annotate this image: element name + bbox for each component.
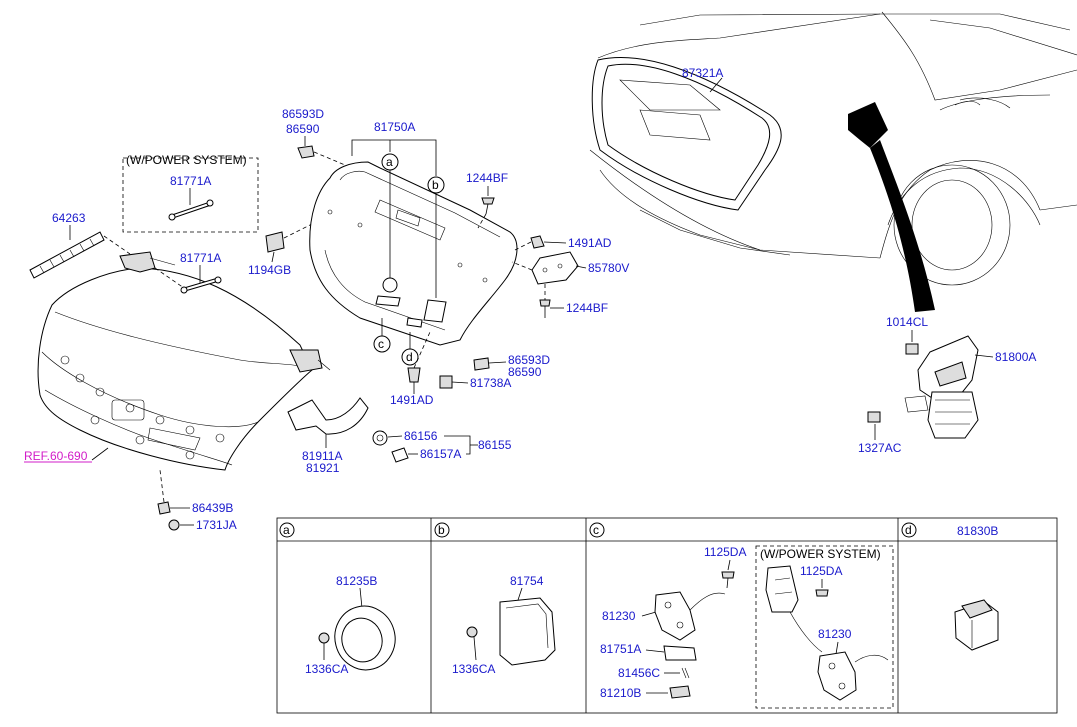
detail-panel-b: b 81754 1336CA	[434, 522, 556, 676]
panel-a-part-1336ca: 1336CA	[305, 662, 348, 676]
nut-1014cl	[905, 343, 919, 355]
cover-81754	[499, 597, 556, 666]
trunk-trim-panel	[309, 161, 518, 346]
power-system-box-2	[755, 545, 894, 709]
label-86155: 86155	[478, 438, 512, 452]
callout-b-letter: b	[432, 178, 439, 192]
label-86593d-1: 86593D	[282, 107, 324, 121]
panel-c-part-81230: 81230	[602, 609, 636, 623]
label-85780v: 85780V	[588, 261, 629, 275]
panel-c-power-part-1125da: 1125DA	[800, 564, 842, 578]
label-1327ac: 1327AC	[858, 441, 902, 455]
detail-panel-a: a 81235B 1336CA	[279, 522, 396, 676]
clip-1491ad-1	[530, 235, 545, 249]
hinge-right	[289, 349, 331, 373]
clip-1491ad-2	[407, 367, 421, 383]
handle-85780v	[531, 251, 579, 285]
label-81771a-2: 81771A	[180, 251, 221, 265]
switch-81751a	[663, 645, 697, 661]
panel-b-part-81754: 81754	[510, 574, 544, 588]
bolt-1244bf-1	[481, 197, 495, 215]
label-1244bf-2: 1244BF	[566, 301, 608, 315]
label-86157a: 86157A	[420, 447, 461, 461]
seal-ring-81235b	[334, 605, 396, 671]
panel-c-power-system-label: (W/POWER SYSTEM)	[760, 547, 881, 561]
label-86590-1: 86590	[286, 122, 320, 136]
torsion-spring	[29, 231, 105, 279]
hinge-left	[119, 251, 176, 273]
bracket-81911a	[287, 397, 369, 435]
label-1244bf-1: 1244BF	[466, 171, 508, 185]
label-81800a: 81800A	[995, 350, 1036, 364]
label-86156: 86156	[404, 429, 438, 443]
label-81771a-1: 81771A	[170, 174, 211, 188]
car-rear-illustration	[589, 11, 1077, 312]
latch-81230	[654, 591, 726, 641]
emblem-86156	[372, 430, 388, 446]
label-1491ad-1: 1491AD	[568, 236, 612, 250]
bolt-1125da-power	[815, 589, 829, 597]
callout-a-letter: a	[386, 155, 393, 169]
nut-1327ac	[867, 411, 881, 423]
clip-86593d-2	[473, 357, 490, 371]
panel-b-tag: b	[438, 523, 445, 537]
label-87321a: 87321A	[682, 66, 723, 80]
actuator-power-latch	[765, 565, 823, 653]
clip-86593d	[297, 145, 315, 159]
spring-81456c	[681, 667, 690, 679]
nut-86439b	[157, 501, 171, 515]
panel-b-part-1336ca: 1336CA	[452, 662, 495, 676]
panel-c-power-part-81230: 81230	[818, 627, 852, 641]
panel-d-tag: d	[905, 523, 912, 537]
detail-panel-d: d 81830B	[901, 522, 999, 651]
callout-d-letter: d	[406, 350, 413, 364]
ref-60-690[interactable]: REF.60-690	[24, 449, 88, 463]
nut-1336ca-b	[466, 626, 478, 638]
actuator-81800a	[904, 335, 979, 439]
label-81921: 81921	[306, 461, 340, 475]
pin-81210b	[669, 685, 691, 699]
nut-1336ca-a	[318, 632, 330, 644]
nut-1731ja	[168, 519, 180, 531]
detail-panels	[276, 517, 1058, 714]
panel-c-tag: c	[593, 523, 599, 537]
power-system-box-1: (W/POWER SYSTEM) 81771A	[122, 153, 259, 233]
panel-a-part-81235b: 81235B	[336, 574, 377, 588]
panel-c-part-1125da: 1125DA	[704, 545, 746, 559]
panel-a-tag: a	[283, 523, 290, 537]
label-1491ad-2: 1491AD	[390, 393, 434, 407]
emblem-86157a	[391, 447, 409, 463]
switch-81830b	[954, 599, 999, 651]
panel-c-part-81751a: 81751A	[600, 642, 641, 656]
latch-81230-power	[817, 651, 889, 701]
bolt-1244bf-2	[539, 299, 551, 318]
label-86439b: 86439B	[192, 501, 233, 515]
label-1731ja: 1731JA	[196, 518, 237, 532]
torsion-rod-2	[180, 276, 222, 294]
bolt-1125da	[721, 571, 735, 589]
power-system-label-1: (W/POWER SYSTEM)	[126, 153, 247, 167]
trunk-lid-outer-panel	[37, 267, 313, 471]
label-81738a: 81738A	[470, 376, 511, 390]
label-86590-2: 86590	[508, 365, 542, 379]
bumper-81738a	[439, 375, 453, 389]
callout-c-letter: c	[378, 337, 384, 351]
label-1014cl: 1014CL	[886, 315, 928, 329]
bumper-1194gb	[265, 231, 285, 253]
label-81911a: 81911A	[302, 449, 342, 463]
label-64263: 64263	[52, 211, 86, 225]
panel-c-part-81210b: 81210B	[600, 686, 641, 700]
panel-c-part-81456c: 81456C	[618, 666, 660, 680]
detail-panel-c: c 1125DA 81230 81751A 81456C 81210B	[589, 522, 894, 709]
label-81750a: 81750A	[374, 120, 415, 134]
label-86593d-2: 86593D	[508, 353, 550, 367]
label-1194gb: 1194GB	[248, 263, 291, 277]
panel-d-part-81830b: 81830B	[957, 524, 998, 538]
